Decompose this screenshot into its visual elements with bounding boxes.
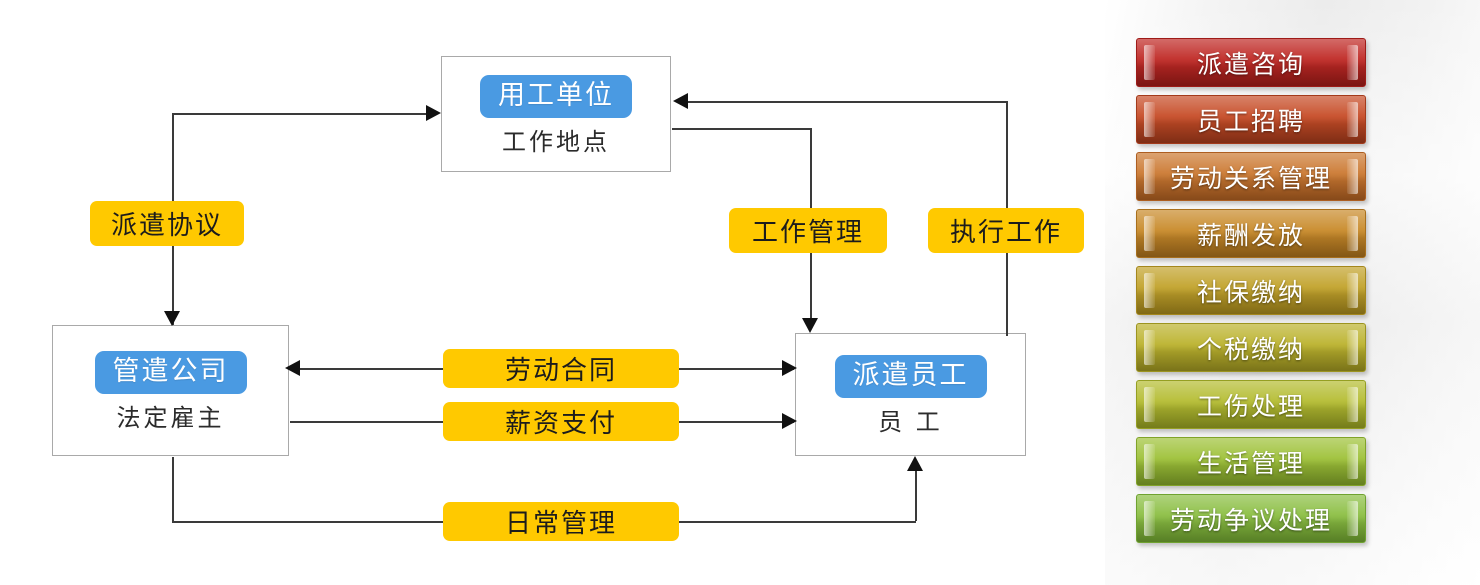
service-button-bevel <box>1137 96 1365 143</box>
service-button-label: 个税缴纳 <box>1196 334 1305 364</box>
relation-label-perform-work-text: 执行工作 <box>949 218 1062 248</box>
connector-agency-to-client-horizontal <box>172 113 427 115</box>
arrow-into-client-right <box>673 93 688 109</box>
arrow-into-client-left <box>426 105 441 121</box>
service-button-bevel <box>1137 495 1365 542</box>
relation-label-daily-management[interactable]: 日常管理 <box>443 502 679 541</box>
entity-pill-client: 用工单位 <box>480 74 632 118</box>
service-button-label: 劳动争议处理 <box>1169 505 1332 535</box>
entity-pill-agency: 管遣公司 <box>94 351 247 394</box>
service-button-5[interactable]: 个税缴纳 <box>1136 323 1366 372</box>
service-button-label: 薪酬发放 <box>1196 220 1305 250</box>
service-button-label: 工伤处理 <box>1196 391 1305 421</box>
service-button-label: 劳动关系管理 <box>1169 163 1332 193</box>
service-button-1[interactable]: 员工招聘 <box>1136 95 1366 144</box>
service-button-label: 派遣咨询 <box>1196 49 1305 79</box>
relation-label-work-management-text: 工作管理 <box>751 218 864 248</box>
connector-client-to-employee-horizontal <box>672 128 812 130</box>
entity-sub-agency: 法定雇主 <box>116 404 225 432</box>
service-button-7[interactable]: 生活管理 <box>1136 437 1366 486</box>
service-button-bevel <box>1137 267 1365 314</box>
entity-box-employee[interactable]: 派遣员工 员 工 <box>795 333 1026 456</box>
relation-label-salary-payment[interactable]: 薪资支付 <box>443 402 679 441</box>
relation-label-perform-work[interactable]: 执行工作 <box>928 208 1084 253</box>
arrow-labor-contract-right <box>782 360 797 376</box>
entity-sub-client: 工作地点 <box>502 127 610 156</box>
connector-daily-management-right-vertical <box>915 470 917 521</box>
relation-label-labor-contract-text: 劳动合同 <box>504 356 617 386</box>
service-button-bevel <box>1137 324 1365 371</box>
arrow-salary-payment-right <box>782 413 797 429</box>
service-button-label: 员工招聘 <box>1196 106 1305 136</box>
arrow-into-employee-bottom <box>907 456 923 471</box>
relation-label-daily-management-text: 日常管理 <box>504 509 617 539</box>
entity-pill-employee: 派遣员工 <box>834 355 987 398</box>
arrow-into-agency-top <box>164 311 180 326</box>
entity-box-client[interactable]: 用工单位 工作地点 <box>441 56 671 172</box>
relation-label-dispatch-agreement-text: 派遣协议 <box>110 211 223 241</box>
service-button-4[interactable]: 社保缴纳 <box>1136 266 1366 315</box>
arrow-into-employee-top <box>802 318 818 333</box>
relation-label-salary-payment-text: 薪资支付 <box>504 409 617 439</box>
service-button-6[interactable]: 工伤处理 <box>1136 380 1366 429</box>
relation-label-work-management[interactable]: 工作管理 <box>729 208 887 253</box>
service-button-bevel <box>1137 39 1365 86</box>
relation-label-labor-contract[interactable]: 劳动合同 <box>443 349 679 388</box>
entity-box-agency[interactable]: 管遣公司 法定雇主 <box>52 325 289 456</box>
service-button-bevel <box>1137 153 1365 200</box>
entity-sub-employee: 员 工 <box>878 408 943 436</box>
service-button-2[interactable]: 劳动关系管理 <box>1136 152 1366 201</box>
service-button-bevel <box>1137 381 1365 428</box>
service-button-0[interactable]: 派遣咨询 <box>1136 38 1366 87</box>
connector-daily-management-left-vertical <box>172 457 174 521</box>
arrow-labor-contract-left <box>285 360 300 376</box>
service-button-bevel <box>1137 438 1365 485</box>
service-button-8[interactable]: 劳动争议处理 <box>1136 494 1366 543</box>
service-button-3[interactable]: 薪酬发放 <box>1136 209 1366 258</box>
service-button-label: 生活管理 <box>1196 448 1305 478</box>
service-button-bevel <box>1137 210 1365 257</box>
service-button-label: 社保缴纳 <box>1196 277 1305 307</box>
connector-employee-to-client-horizontal <box>688 101 1008 103</box>
relation-label-dispatch-agreement[interactable]: 派遣协议 <box>90 201 244 246</box>
